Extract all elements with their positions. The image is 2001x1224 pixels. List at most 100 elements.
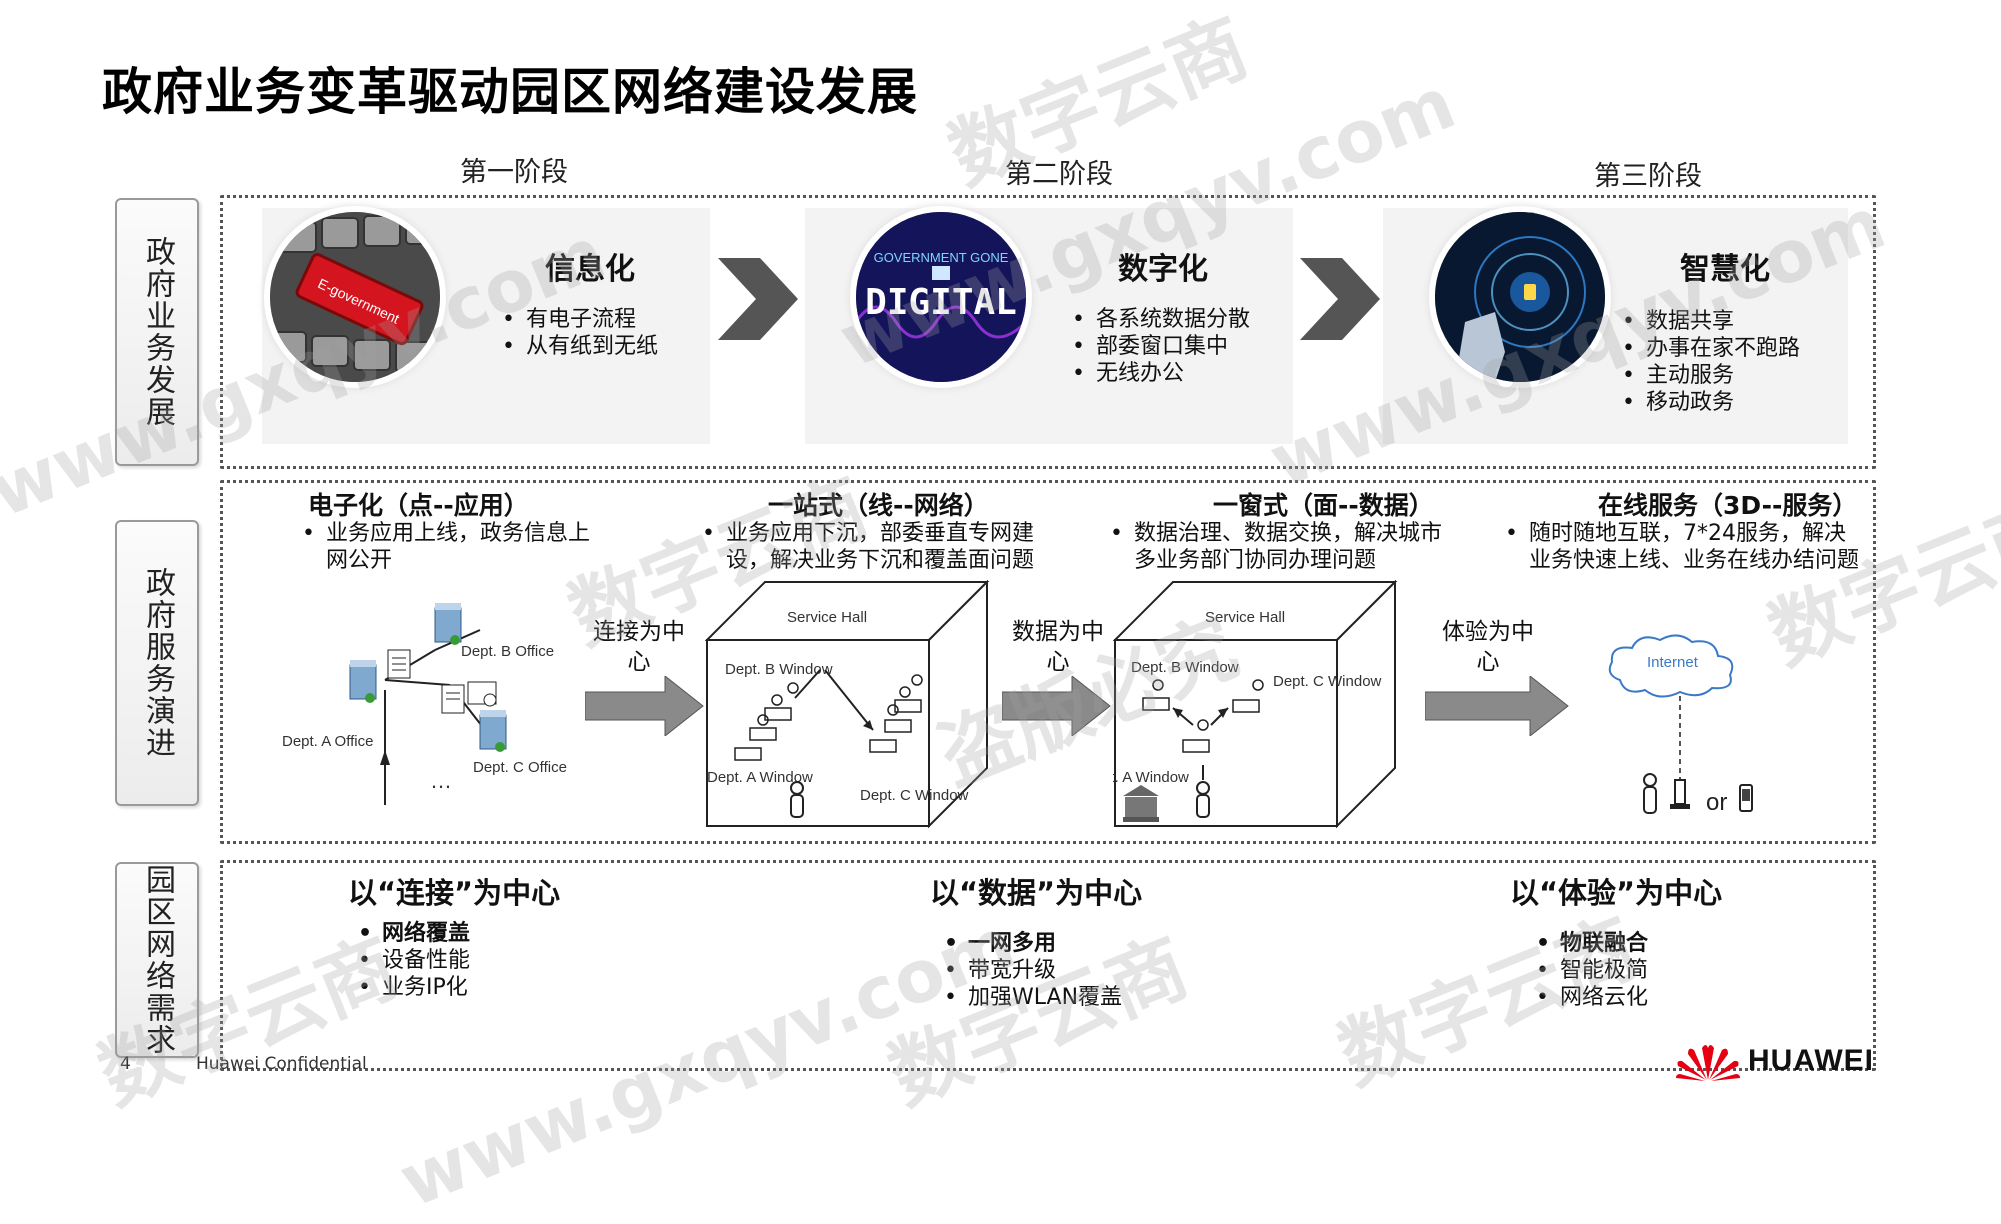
phase-list-3: 数据共享 办事在家不跑路 主动服务 移动政务 <box>1620 308 1800 416</box>
government-building-icon <box>1123 785 1159 822</box>
list-item: 各系统数据分散 <box>1070 306 1250 333</box>
service-title-1: 电子化（点--应用） <box>308 491 529 520</box>
list-item: 智能极简 <box>1534 957 1648 984</box>
requirement-section-box <box>220 860 1876 1071</box>
list-item: 网络覆盖 <box>356 920 470 947</box>
window-c-label: Dept. C Window <box>1273 673 1382 690</box>
requirement-title-2: 以“数据”为中心 <box>930 876 1143 910</box>
dept-b-office-label: Dept. B Office <box>461 643 554 660</box>
arrow-label-connection: 连接为中心 <box>593 619 685 675</box>
list-item: 业务IP化 <box>356 974 470 1001</box>
distributed-offices-diagram: Dept. A Office Dept. B Office Dept. C Of… <box>282 603 567 805</box>
list-item: 业务应用下沉，部委垂直专网建设，解决业务下沉和覆盖面问题 <box>700 520 1045 574</box>
service-section-box <box>220 480 1876 844</box>
stage-label-2: 第二阶段 <box>1005 159 1113 190</box>
window-a-label: Dept. A Window <box>707 769 813 786</box>
page-number: 4 <box>120 1054 131 1074</box>
online-service-diagram: Internet or <box>1608 634 1753 816</box>
single-window-service-hall-diagram: Service Hall Dept. B Window Dept. C Wind… <box>1113 580 1398 829</box>
document-icon-2 <box>441 684 465 714</box>
government-digital-image: GOVERNMENT GONE DIGITAL <box>856 212 1026 382</box>
side-label-business: 政府业务发展 <box>115 198 199 466</box>
service-title-4: 在线服务（3D--服务） <box>1598 491 1858 520</box>
list-item: 加强WLAN覆盖 <box>942 984 1122 1011</box>
list-item: 物联融合 <box>1534 930 1648 957</box>
digital-main-text: DIGITAL <box>865 282 1017 323</box>
internet-cloud-label: Internet <box>1647 654 1699 671</box>
business-section-box <box>220 195 1876 469</box>
list-item: 办事在家不跑路 <box>1620 335 1800 362</box>
confidential-label: Huawei Confidential <box>196 1054 367 1074</box>
service-desc-2: 业务应用下沉，部委垂直专网建设，解决业务下沉和覆盖面问题 <box>700 520 1045 574</box>
huawei-wordmark: HUAWEI <box>1748 1044 1874 1077</box>
side-label-requirement: 园区网络需求 <box>115 862 199 1058</box>
ellipsis-label: … <box>430 768 452 793</box>
list-item: 业务应用上线，政务信息上网公开 <box>300 520 600 574</box>
building-icon-c <box>479 710 507 752</box>
list-item: 无线办公 <box>1070 360 1250 387</box>
service-hall-label: Service Hall <box>1205 609 1285 626</box>
arrow-right-icon-3 <box>1425 676 1569 736</box>
requirement-title-3: 以“体验”为中心 <box>1510 876 1723 910</box>
phase-title-3: 智慧化 <box>1680 252 1770 287</box>
phase-title-1: 信息化 <box>545 252 635 287</box>
egovernment-keyboard-image: E-government <box>270 212 440 382</box>
or-label: or <box>1706 789 1727 816</box>
list-item: 数据共享 <box>1620 308 1800 335</box>
requirement-list-2: 一网多用 带宽升级 加强WLAN覆盖 <box>942 930 1122 1011</box>
service-desc-3: 数据治理、数据交换，解决城市多业务部门协同办理问题 <box>1108 520 1453 574</box>
list-item: 数据治理、数据交换，解决城市多业务部门协同办理问题 <box>1108 520 1453 574</box>
person-icon <box>1196 781 1210 818</box>
person-icon <box>790 781 804 818</box>
building-icon-b <box>434 603 462 645</box>
list-item: 一网多用 <box>942 930 1122 957</box>
list-item: 网络云化 <box>1534 984 1648 1011</box>
dept-c-office-label: Dept. C Office <box>473 759 567 776</box>
phase-title-2: 数字化 <box>1118 252 1208 287</box>
arrow-label-experience: 体验为中心 <box>1442 619 1534 675</box>
requirement-list-3: 物联融合 智能极简 网络云化 <box>1534 930 1648 1011</box>
list-item: 部委窗口集中 <box>1070 333 1250 360</box>
huawei-flower-icon <box>1676 1045 1740 1081</box>
list-item: 有电子流程 <box>500 306 658 333</box>
building-icon-a <box>349 660 377 703</box>
dept-a-office-label: Dept. A Office <box>282 733 373 750</box>
phase-list-1: 有电子流程 从有纸到无纸 <box>500 306 658 360</box>
list-item: 随时随地互联，7*24服务，解决业务快速上线、业务在线办结问题 <box>1503 520 1863 574</box>
mobile-phone-icon <box>1739 784 1753 812</box>
requirement-title-1: 以“连接”为中心 <box>348 876 561 910</box>
window-b-label: Dept. B Window <box>725 661 833 678</box>
chevron-right-icon-1 <box>718 258 798 340</box>
list-item: 移动政务 <box>1620 389 1800 416</box>
window-a-label: Dept. A Window <box>1113 769 1189 786</box>
service-title-2: 一站式（线--网络） <box>768 491 989 520</box>
arrow-label-data: 数据为中心 <box>1012 619 1104 675</box>
list-item: 带宽升级 <box>942 957 1122 984</box>
window-c-label: Dept. C Window <box>860 787 969 804</box>
one-stop-service-hall-diagram: Service Hall Dept. B Window Dept. A Wind… <box>705 580 990 829</box>
digital-top-text: GOVERNMENT GONE <box>874 250 1009 265</box>
service-desc-1: 业务应用上线，政务信息上网公开 <box>300 520 600 574</box>
service-title-3: 一窗式（面--数据） <box>1213 491 1434 520</box>
window-b-label: Dept. B Window <box>1131 659 1239 676</box>
arrow-right-icon-1 <box>585 676 704 736</box>
side-label-service: 政府服务演进 <box>115 520 199 806</box>
person-icon <box>1643 773 1657 814</box>
certificate-icon <box>467 681 497 707</box>
service-hall-label: Service Hall <box>787 609 867 626</box>
chevron-right-icon-2 <box>1300 258 1380 340</box>
phase-list-2: 各系统数据分散 部委窗口集中 无线办公 <box>1070 306 1250 387</box>
service-desc-4: 随时随地互联，7*24服务，解决业务快速上线、业务在线办结问题 <box>1503 520 1863 574</box>
list-item: 主动服务 <box>1620 362 1800 389</box>
huawei-logo: HUAWEI <box>1674 1040 1874 1082</box>
stage-label-3: 第三阶段 <box>1594 161 1702 192</box>
requirement-list-1: 网络覆盖 设备性能 业务IP化 <box>356 920 470 1001</box>
document-icon-1 <box>387 649 411 679</box>
stage-label-1: 第一阶段 <box>460 157 568 188</box>
smart-government-image <box>1435 212 1605 382</box>
list-item: 从有纸到无纸 <box>500 333 658 360</box>
list-item: 设备性能 <box>356 947 470 974</box>
page-title: 政府业务变革驱动园区网络建设发展 <box>102 63 918 121</box>
arrow-right-icon-2 <box>1002 676 1111 736</box>
kiosk-icon <box>1670 779 1690 809</box>
